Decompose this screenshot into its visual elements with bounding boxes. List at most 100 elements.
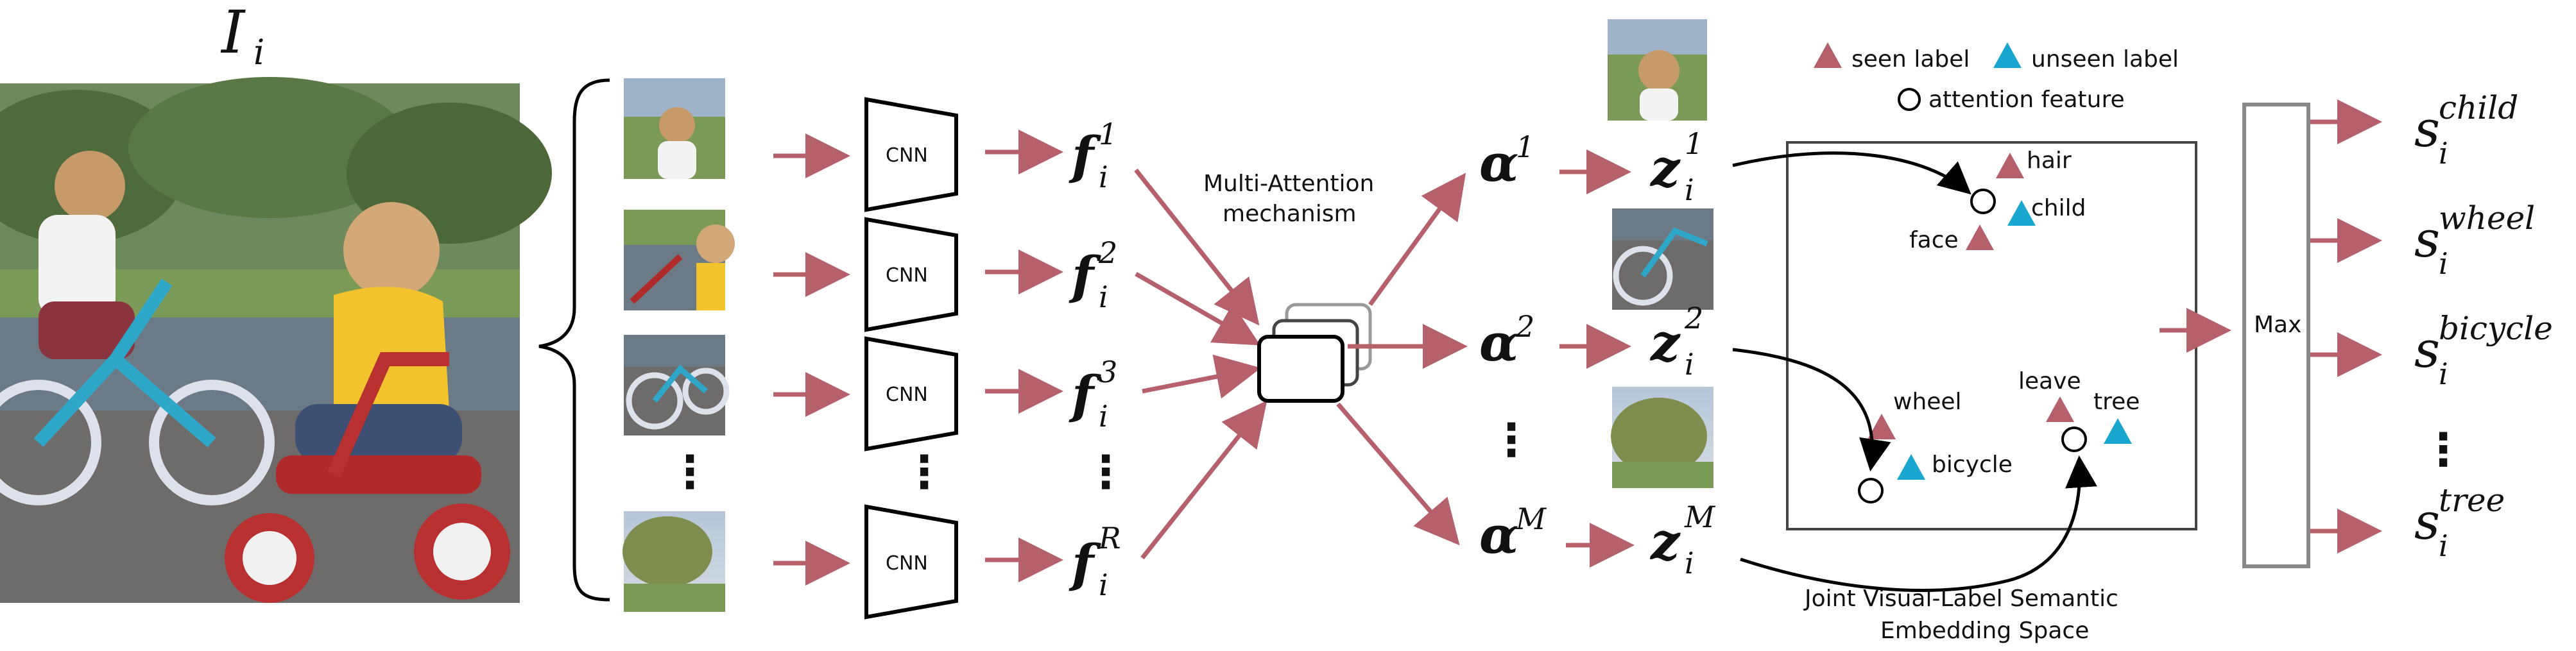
max-label: Max [2254, 312, 2301, 338]
attended-crop-m [1611, 387, 1713, 488]
cnn-label-1: CNN [886, 144, 928, 167]
alpha-1: α 1 [1479, 130, 1534, 193]
attention-feature-legend-icon [1898, 88, 1921, 111]
legend-attention-text: attention feature [1928, 87, 2125, 113]
feature-f1-sup: 1 [1099, 117, 1117, 151]
score-bicycle-sub: i [2439, 357, 2448, 391]
score-tree-sup: tree [2439, 482, 2505, 519]
attention-stack [1257, 303, 1372, 403]
point-label-leave: leave [2018, 368, 2081, 394]
legend-unseen-text: unseen label [2031, 46, 2179, 72]
score-child-base: s [2414, 101, 2440, 158]
tree-unseen-icon [2104, 418, 2132, 444]
alpha-2: α 2 [1479, 309, 1534, 373]
region-dots: ⋮ [667, 446, 712, 498]
legend: seen label unseen label attention featur… [1814, 42, 2179, 113]
cnn-label-2: CNN [886, 264, 928, 287]
attention-title-line2: mechanism [1223, 201, 1357, 227]
score-tree: s tree i [2414, 482, 2505, 563]
attention-point-1-icon [1970, 189, 1996, 214]
child-unseen-icon [2007, 200, 2036, 226]
feature-f3: f 3 i [1069, 355, 1117, 434]
score-bicycle-base: s [2414, 321, 2440, 379]
cnn-dots: ⋮ [902, 446, 947, 498]
input-photo [0, 77, 552, 603]
region-crop-2 [624, 210, 735, 310]
feature-f2-sub: i [1099, 280, 1108, 314]
alpha-dots: ⋮ [1489, 414, 1534, 466]
score-child-sup: child [2439, 89, 2518, 126]
embedding-caption-line1: Joint Visual-Label Semantic [1803, 586, 2118, 612]
feature-fr-sub: i [1099, 568, 1108, 602]
grouping-brace [538, 78, 610, 602]
point-label-child: child [2031, 195, 2086, 221]
cnn-block-3: CNN [864, 336, 958, 452]
face-seen-icon [1966, 224, 1994, 250]
crop-to-cnn-arrows [773, 133, 850, 586]
score-child: s child i [2414, 89, 2518, 171]
feature-f2-sup: 2 [1098, 235, 1117, 270]
image-title: I i [220, 0, 264, 72]
unseen-label-legend-icon [1993, 42, 2022, 68]
seen-label-legend-icon [1814, 42, 1842, 68]
z-1-sup: 1 [1685, 126, 1703, 161]
score-wheel-base: s [2414, 211, 2440, 269]
feature-fr-base: f [1069, 533, 1101, 593]
score-wheel-sup: wheel [2439, 199, 2535, 237]
z-m-sup: M [1684, 500, 1716, 534]
alpha-2-base: α [1479, 312, 1519, 373]
point-label-face: face [1909, 227, 1959, 253]
alpha-1-sup: 1 [1516, 130, 1534, 164]
feature-f3-sup: 3 [1099, 355, 1117, 389]
attention-to-alpha-arrows [1336, 173, 1468, 546]
z-1-base: z [1649, 138, 1681, 198]
feature-f2: f 2 i [1069, 235, 1117, 314]
z-1: z 1 i [1649, 126, 1703, 207]
feature-f3-base: f [1069, 364, 1101, 425]
alpha-m-sup: M [1515, 502, 1547, 536]
image-title-letter: I [220, 0, 246, 67]
z-m-base: z [1649, 511, 1681, 571]
alpha-to-z-arrows [1559, 149, 1635, 568]
attention-title-line1: Multi-Attention [1203, 171, 1374, 197]
z-1-sub: i [1685, 173, 1694, 207]
legend-seen-text: seen label [1851, 46, 1970, 72]
score-tree-sub: i [2439, 528, 2448, 563]
image-title-sub: i [253, 32, 264, 72]
region-crop-r [623, 511, 725, 612]
score-tree-base: s [2414, 493, 2440, 551]
cnn-block-1: CNN [864, 97, 958, 212]
score-dots: ⋮ [2421, 423, 2466, 476]
z-m-sub: i [1685, 546, 1694, 580]
bicycle-unseen-icon [1897, 454, 1925, 480]
cnn-to-feature-arrows [985, 130, 1063, 582]
score-bicycle-sup: bicycle [2439, 310, 2553, 347]
point-label-wheel: wheel [1893, 389, 1962, 415]
score-wheel-sub: i [2439, 246, 2448, 281]
attention-point-2-icon [1858, 478, 1884, 503]
cnn-label-r: CNN [886, 552, 928, 575]
score-wheel: s wheel i [2414, 199, 2535, 281]
feature-fr: f R i [1069, 521, 1121, 602]
point-label-bicycle: bicycle [1932, 452, 2013, 478]
alpha-m-base: α [1479, 505, 1519, 565]
max-pool-box: Max [2242, 103, 2310, 568]
leave-seen-icon [2046, 396, 2074, 422]
region-crop-1 [624, 78, 725, 179]
region-crop-3 [624, 335, 730, 435]
z-2-sup: 2 [1684, 301, 1703, 335]
alpha-2-sup: 2 [1515, 309, 1534, 344]
cnn-label-3: CNN [886, 384, 928, 406]
embedding-points: hair child face wheel bicycle leave tree [1858, 148, 2140, 503]
feature-f1-sub: i [1099, 160, 1108, 194]
feature-f1: f 1 i [1069, 117, 1117, 194]
alpha-m: α M [1479, 502, 1547, 565]
wheel-seen-icon [1868, 414, 1896, 439]
point-label-hair: hair [2027, 148, 2072, 174]
alpha-1-base: α [1479, 133, 1519, 193]
feature-f3-sub: i [1099, 399, 1108, 434]
z-2-base: z [1649, 312, 1681, 373]
max-to-score-arrows [2310, 99, 2382, 554]
attention-point-m-icon [2061, 427, 2087, 452]
